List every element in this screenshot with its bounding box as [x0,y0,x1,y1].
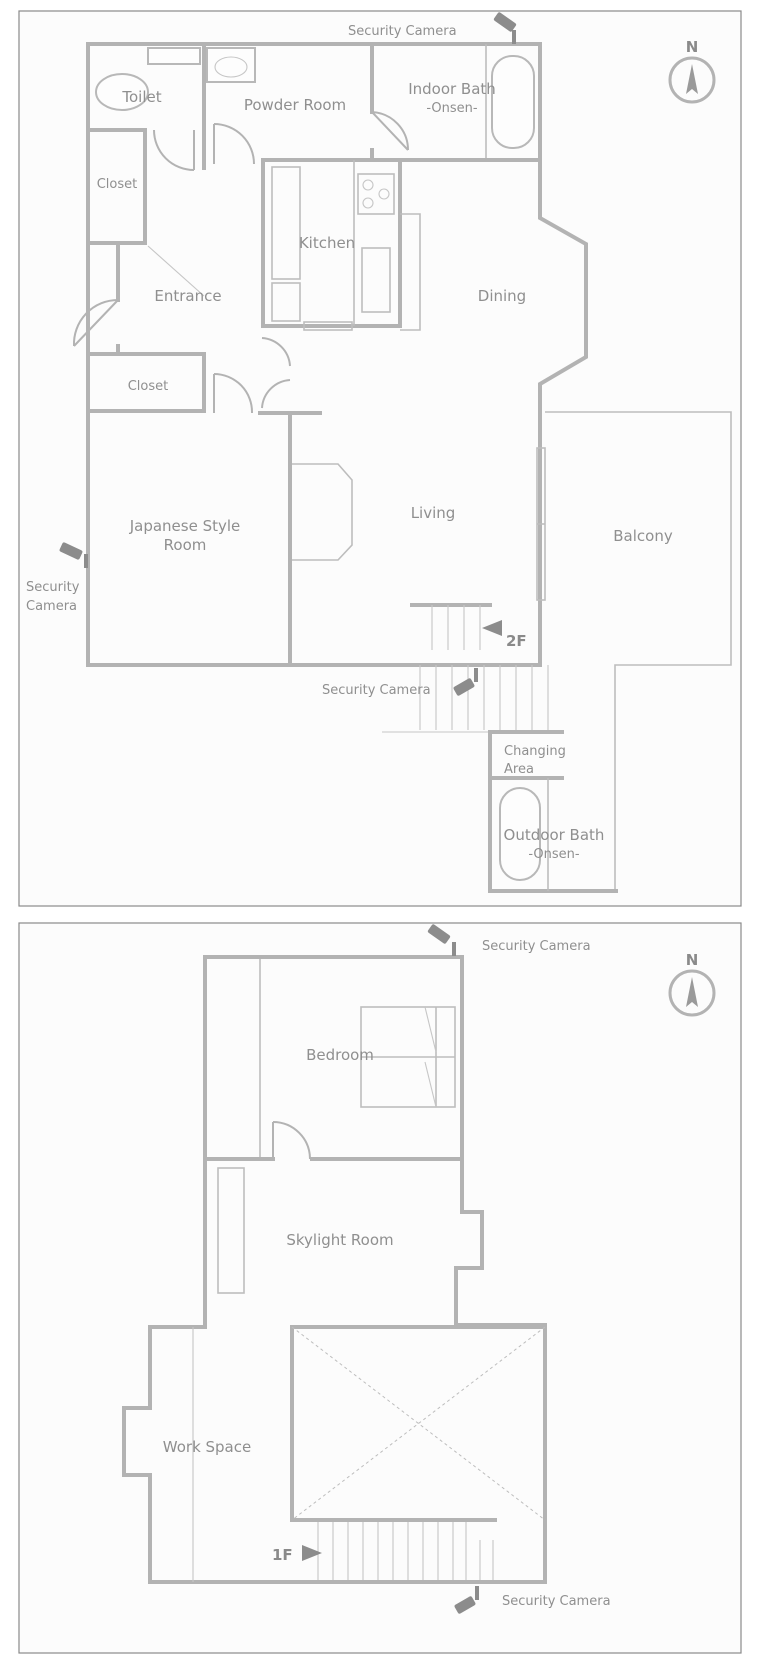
camera-label-top: Security Camera [348,24,457,39]
skylight-cabinet [217,1167,245,1294]
floor-2-stairs [302,1522,494,1580]
floor-2-frame [18,922,742,1654]
floor-2-outer-wall [122,955,547,1584]
double-height-void [290,1325,547,1522]
room-japanese-label-2: Room [164,536,207,554]
stove [357,173,395,215]
compass-n-label: N [686,951,699,969]
camera-label-left: Security [26,580,80,595]
camera-label-top: Security Camera [482,939,591,954]
floor-1-plan: N Toilet Powder Room Indoor Bath -Onsen-… [18,10,742,907]
room-indoor-bath-sub: -Onsen- [426,101,478,116]
floor-1-fixtures [95,44,732,891]
stair-2f-label: 2F [506,632,527,650]
indoor-bathtub [491,55,535,149]
outdoor-bathtub [499,787,541,881]
floor-1-outer-wall [86,42,588,667]
compass-floor-1: N [668,38,716,104]
toilet-tank [147,47,201,65]
room-japanese-label: Japanese Style [129,517,241,535]
room-powder-label: Powder Room [244,96,346,114]
room-balcony-label: Balcony [613,527,673,545]
camera-label-left-2: Camera [26,599,77,614]
floor-1-doors [72,111,410,414]
room-indoor-bath-label: Indoor Bath [408,80,496,98]
room-skylight-label: Skylight Room [286,1231,393,1249]
security-camera-icon [453,668,478,696]
security-camera-icon [427,924,456,956]
room-toilet-label: Toilet [121,88,161,106]
room-closet-top-label: Closet [97,177,138,192]
compass-floor-2: N [668,951,716,1017]
security-camera-icon [59,542,88,568]
room-dining-label: Dining [478,287,526,305]
camera-label-bottom: Security Camera [502,1594,611,1609]
stair-up-arrow [482,620,502,636]
floor-2-plan: N Bedroom Skylight Room Work Space 1F Se… [18,922,742,1654]
camera-label-bottom: Security Camera [322,683,431,698]
room-work-space-label: Work Space [163,1438,251,1456]
outdoor-bath-area [488,730,618,893]
room-changing-label-2: Area [504,762,534,777]
room-changing-label: Changing [504,744,566,759]
security-camera-icon [454,1586,479,1614]
bed [360,1006,456,1108]
room-kitchen-label: Kitchen [299,234,355,252]
room-entrance-label: Entrance [154,287,221,305]
kitchen-sink [361,247,391,313]
room-bedroom-label: Bedroom [306,1046,374,1064]
kitchen-counter [271,166,301,280]
security-camera-icon [493,12,517,44]
room-outdoor-bath-label: Outdoor Bath [504,826,605,844]
compass-n-label: N [686,38,699,56]
kitchen-cabinet [271,282,301,322]
room-living-label: Living [411,504,456,522]
room-closet-bottom-label: Closet [128,379,169,394]
room-outdoor-bath-sub: -Onsen- [528,847,580,862]
floor-1-frame [18,10,742,907]
stair-1f-label: 1F [272,1546,293,1564]
stair-down-arrow [302,1545,322,1561]
balcony-outline [545,411,732,891]
toilet-bowl [95,73,149,111]
